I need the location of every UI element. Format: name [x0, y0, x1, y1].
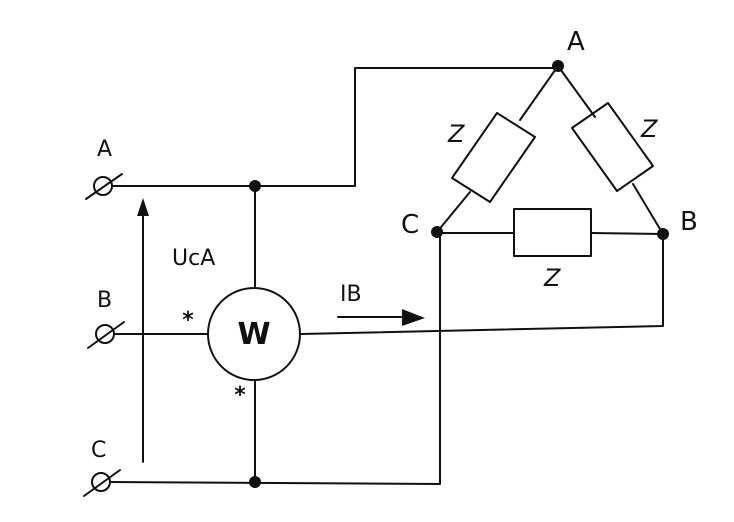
impedance-cb-label: Z	[543, 264, 561, 292]
wattmeter-current-marker: *	[182, 308, 194, 333]
voltage-arrow	[137, 198, 149, 463]
terminal-b-label: B	[97, 288, 112, 313]
load-node-c-label: C	[401, 210, 419, 240]
impedance-ab-label: Z	[640, 115, 658, 143]
impedance-ac-box	[451, 112, 536, 203]
wattmeter-circle	[207, 287, 301, 381]
terminal-c-label: C	[91, 438, 106, 463]
current-label: IB	[340, 282, 362, 307]
line-c-wire	[109, 231, 441, 485]
terminal-a-label: A	[97, 137, 112, 162]
wattmeter-voltage-marker: *	[234, 383, 246, 408]
line-a-wire	[111, 67, 559, 187]
wattmeter-symbol: W	[237, 317, 270, 352]
load-node-b-label: B	[680, 207, 698, 237]
impedance-cb-box	[513, 208, 592, 257]
current-arrow	[337, 309, 425, 326]
load-node-a-label: A	[567, 27, 585, 57]
delta-load	[436, 65, 664, 257]
impedance-ac-label: Z	[447, 120, 465, 148]
wattmeter: W	[207, 287, 301, 381]
impedance-ab-box	[571, 102, 654, 192]
junction-dot-c	[249, 476, 261, 488]
line-b-wire-out	[300, 233, 664, 335]
junction-dot-a	[249, 180, 261, 192]
voltage-label: UcA	[172, 246, 215, 271]
